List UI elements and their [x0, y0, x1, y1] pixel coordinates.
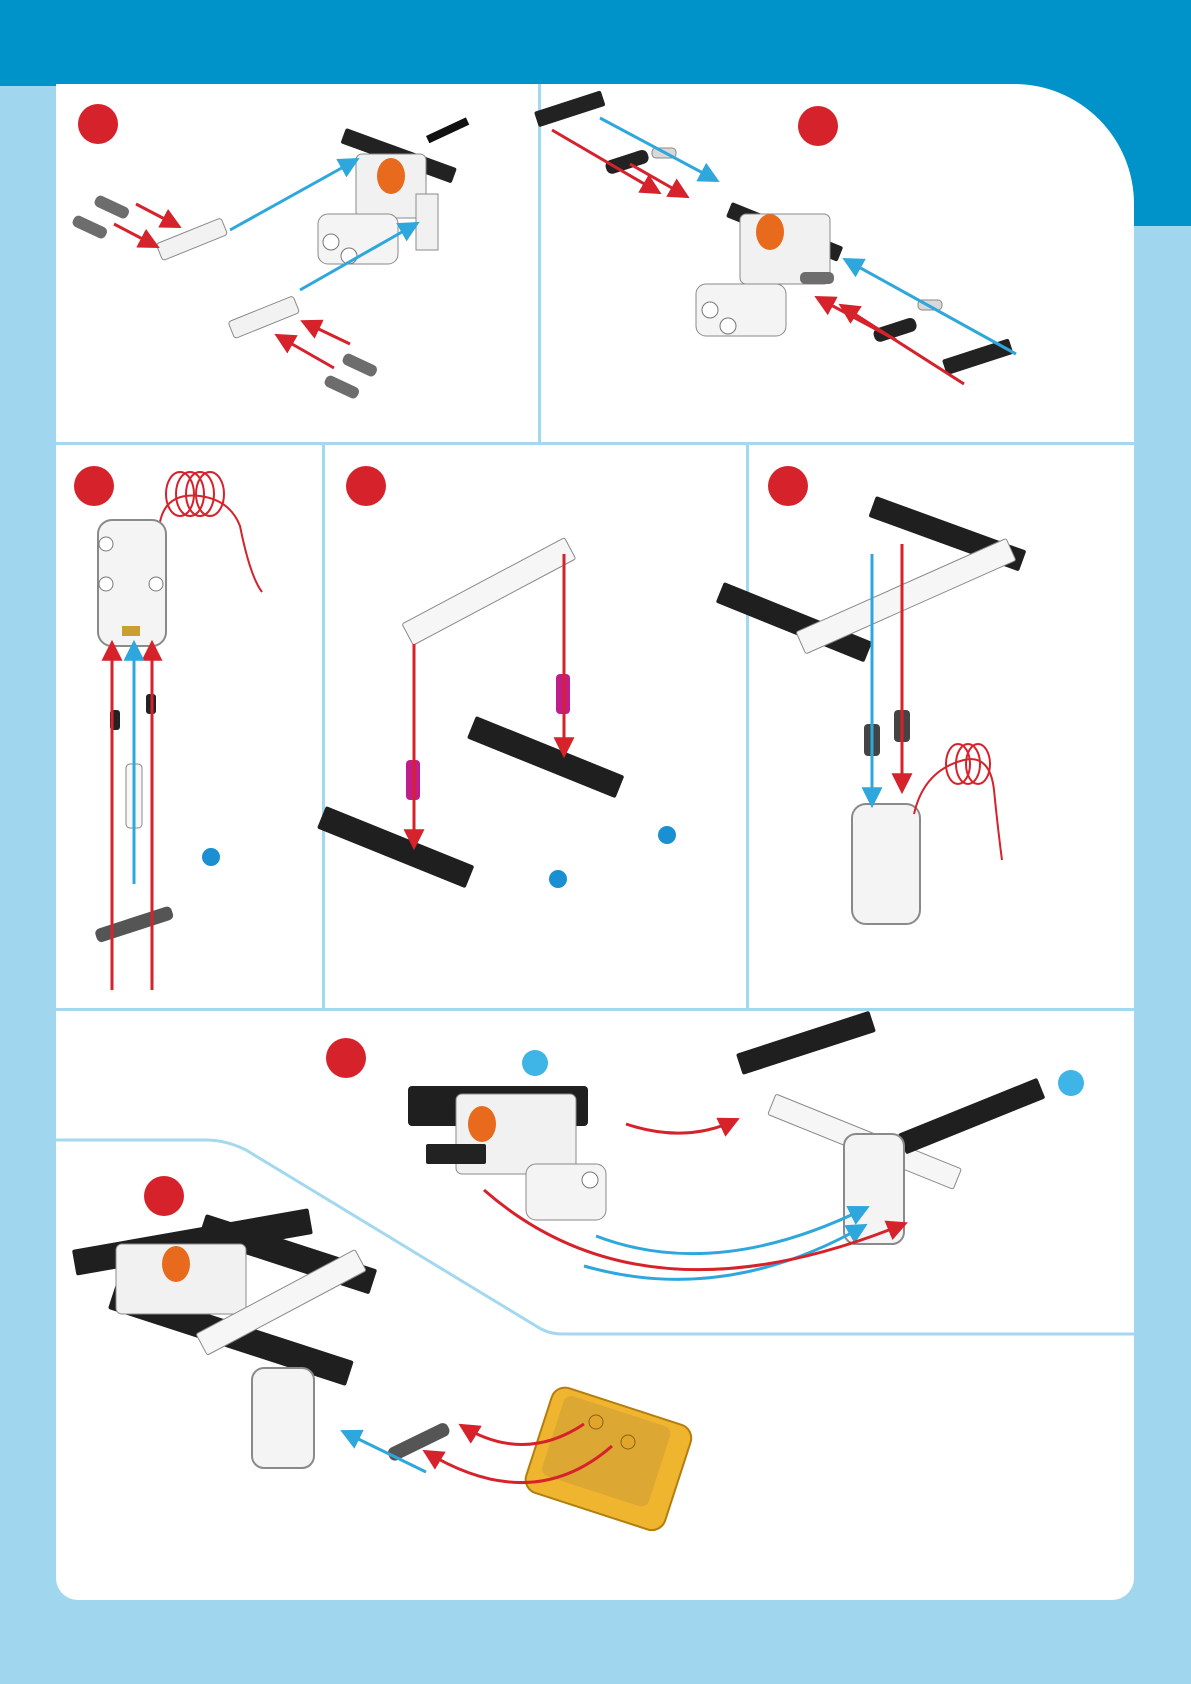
instruction-sheet	[56, 84, 1134, 1600]
panel-a-diagram	[71, 117, 469, 400]
panel-e-diagram	[716, 496, 1027, 924]
panel-d-diagram	[317, 538, 624, 889]
assembly-diagrams	[56, 84, 1134, 1600]
panel-b-diagram	[534, 90, 1016, 384]
panel-f-diagram	[408, 1011, 1045, 1280]
header-band	[0, 0, 1191, 86]
panel-c-diagram	[94, 472, 262, 990]
battery-box-icon	[522, 1384, 695, 1534]
motor-icon	[318, 117, 469, 264]
beam-icon	[156, 218, 300, 339]
